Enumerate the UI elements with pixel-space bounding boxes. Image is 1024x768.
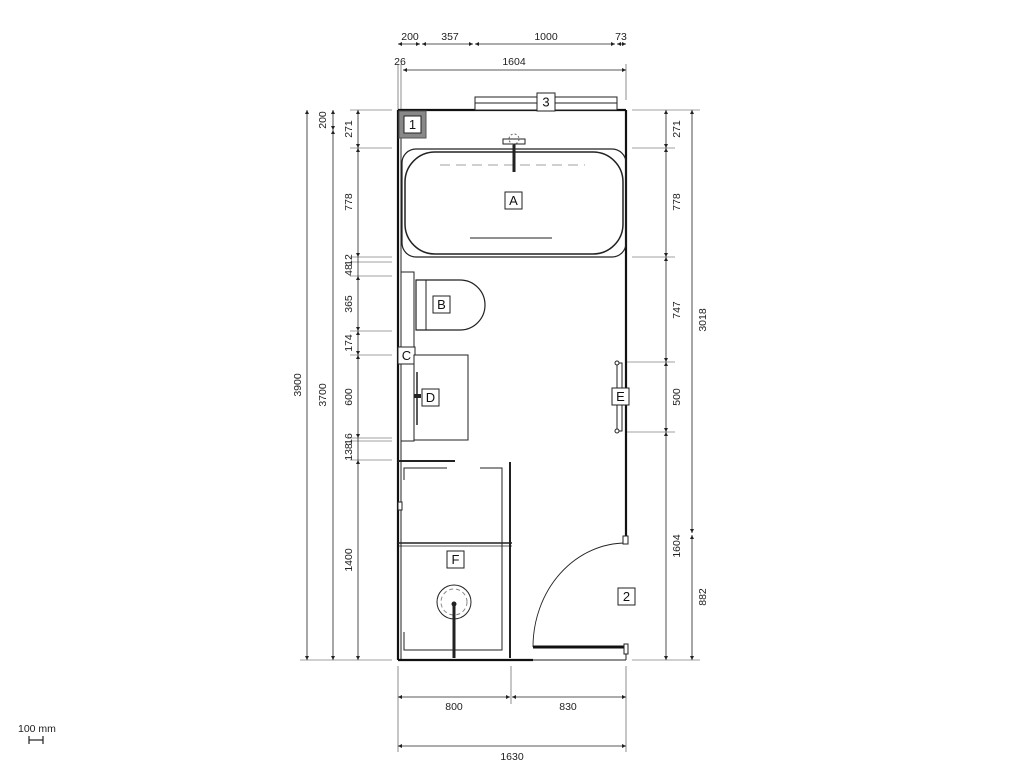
- dim-label: 1604: [502, 56, 526, 68]
- wall-panel: C: [397, 271, 416, 442]
- sink-label: D: [426, 390, 435, 405]
- scale-label: 100 mm: [18, 723, 56, 735]
- toilet: B: [415, 279, 486, 331]
- bathtub-label: A: [509, 193, 518, 208]
- dim-label: 882: [697, 588, 709, 606]
- dim-label: 3900: [292, 373, 304, 397]
- scale-bar: 100 mm: [18, 723, 56, 744]
- dim-label: 1604: [671, 534, 683, 558]
- corner-label: 1: [409, 117, 416, 132]
- dim-label: 830: [559, 701, 577, 713]
- door-label: 2: [623, 589, 630, 604]
- dim-label: 48: [343, 264, 355, 276]
- corner-item: 1: [398, 110, 427, 139]
- window-label: 3: [542, 95, 549, 110]
- dim-label: 3700: [317, 383, 329, 407]
- bathtub: A: [401, 133, 627, 258]
- dim-label: 778: [671, 193, 683, 211]
- dim-label: 12: [343, 254, 355, 266]
- bottom-dimension-chain: 800 830 1630: [397, 666, 627, 763]
- panel-label: C: [402, 348, 411, 363]
- dim-label: 200: [317, 111, 329, 129]
- dim-label: 200: [401, 31, 419, 43]
- left-dimension-chain: 271 778 12 48 365 174 600 16 138 1400 20…: [292, 109, 392, 661]
- dim-label: 600: [343, 388, 355, 406]
- towel-rail: E: [611, 360, 630, 434]
- dim-label: 73: [615, 31, 627, 43]
- dim-label: 26: [394, 56, 406, 68]
- dim-label: 778: [343, 193, 355, 211]
- dim-label: 138: [343, 443, 355, 461]
- dim-label: 271: [343, 120, 355, 138]
- dim-label: 357: [441, 31, 459, 43]
- toilet-label: B: [437, 297, 446, 312]
- dim-label: 271: [671, 120, 683, 138]
- dim-label: 747: [671, 301, 683, 319]
- dim-label: 174: [343, 334, 355, 352]
- dim-label: 500: [671, 388, 683, 406]
- dim-label: 1630: [500, 751, 524, 763]
- top-dimension-chain: 200 357 1000 73 26 1604: [394, 31, 627, 110]
- window: 3: [474, 92, 618, 112]
- shower-label: F: [452, 552, 460, 567]
- dim-label: 365: [343, 295, 355, 313]
- dim-label: 1400: [343, 548, 355, 572]
- shower: F: [397, 460, 512, 658]
- window-label-box: [536, 92, 556, 112]
- door: 2: [532, 535, 636, 655]
- towel-rail-label: E: [616, 389, 625, 404]
- right-dimension-chain: 271 778 747 500 1604 3018 882: [627, 109, 709, 661]
- sink: D: [413, 354, 469, 441]
- dim-label: 3018: [697, 308, 709, 332]
- dim-label: 16: [343, 433, 355, 445]
- dim-label: 800: [445, 701, 463, 713]
- dim-label: 1000: [534, 31, 558, 43]
